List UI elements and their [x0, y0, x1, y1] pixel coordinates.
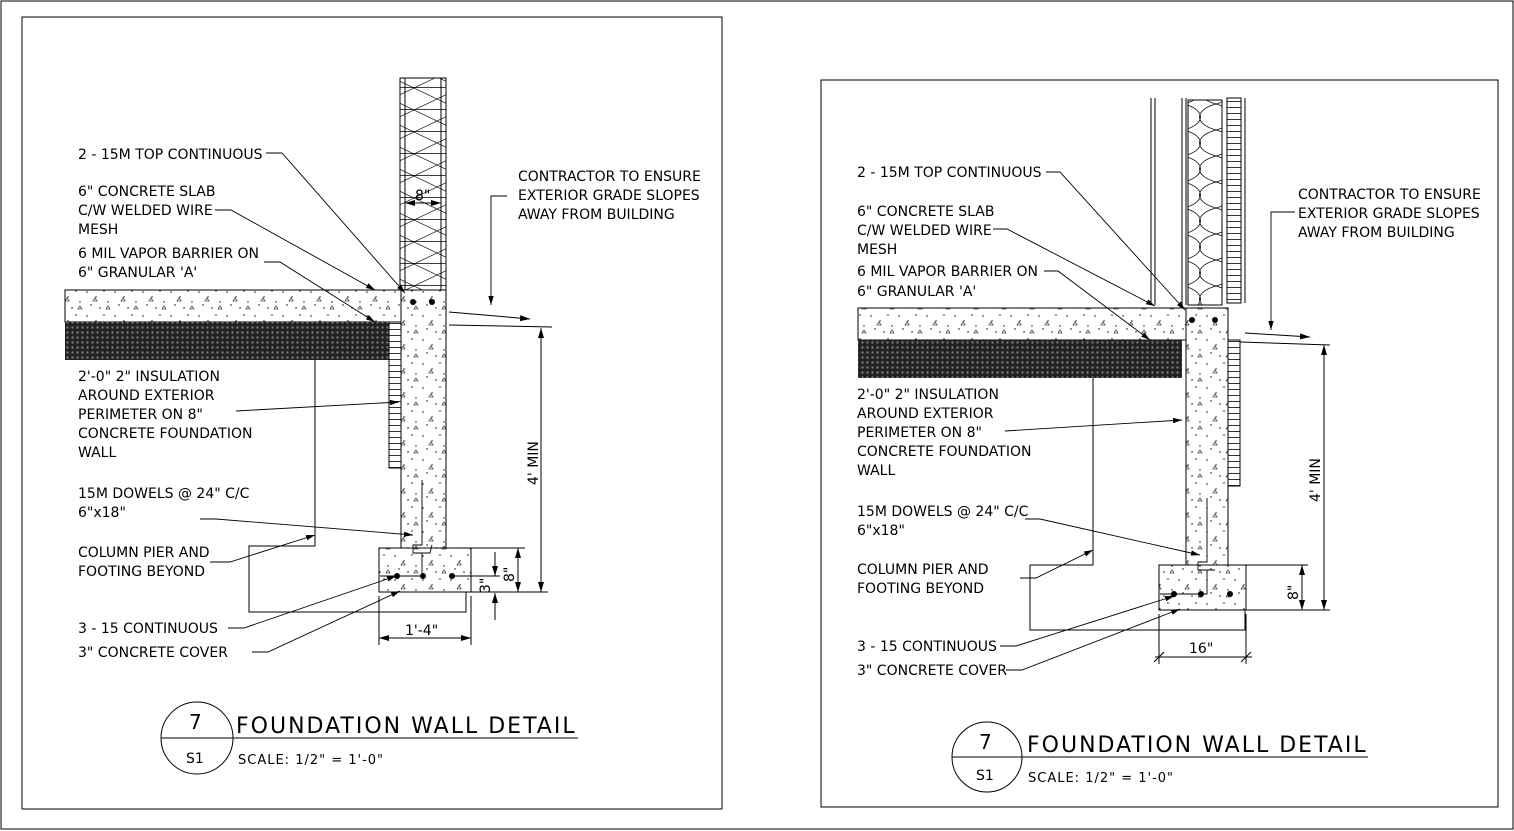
- dowel: [412, 480, 433, 554]
- block-wall: [399, 77, 447, 291]
- concrete-slab: [64, 289, 402, 323]
- label-line: 6" CONCRETE SLAB: [857, 204, 994, 220]
- detail-name: FOUNDATION WALL DETAIL: [1027, 733, 1368, 758]
- label-top-rebar: 2 - 15M TOP CONTINUOUS: [78, 147, 263, 163]
- detail-name: FOUNDATION WALL DETAIL: [236, 714, 577, 739]
- label-line: COLUMN PIER AND: [78, 545, 210, 561]
- detail-number: 7: [979, 730, 992, 754]
- concrete-slab: [857, 307, 1187, 341]
- label-continuous-rebar: 3 - 15 CONTINUOUS: [78, 621, 218, 637]
- label-slab: 6" CONCRETE SLAB C/W WELDED WIRE MESH: [78, 184, 215, 238]
- label-line: WALL: [857, 463, 895, 479]
- rigid-insulation: [388, 321, 402, 469]
- label-grade: CONTRACTOR TO ENSURE EXTERIOR GRADE SLOP…: [518, 169, 701, 223]
- label-line: FOOTING BEYOND: [78, 564, 205, 580]
- label-line: PERIMETER ON 8": [857, 425, 982, 441]
- label-line: CONCRETE FOUNDATION: [857, 444, 1031, 460]
- label-line: FOOTING BEYOND: [857, 581, 984, 597]
- label-line: CONTRACTOR TO ENSURE: [518, 169, 701, 185]
- label-line: EXTERIOR GRADE SLOPES: [1298, 206, 1480, 222]
- left-detail-panel: 8" 4' MIN 8" 3" 1'-4" 2 - 15M TOP CONTIN…: [21, 16, 723, 810]
- label-vapor-barrier: 6 MIL VAPOR BARRIER ON 6" GRANULAR 'A': [857, 264, 1038, 300]
- label-dowels: 15M DOWELS @ 24" C/C 6"x18": [857, 504, 1029, 539]
- granular-fill: [858, 340, 1182, 378]
- label-line: CONTRACTOR TO ENSURE: [1298, 187, 1481, 203]
- label-line: AWAY FROM BUILDING: [1298, 225, 1455, 241]
- granular-fill: [65, 322, 390, 360]
- label-continuous-rebar: 3 - 15 CONTINUOUS: [857, 639, 997, 655]
- label-line: MESH: [78, 222, 118, 238]
- label-cover: 3" CONCRETE COVER: [78, 645, 228, 661]
- footing: [378, 547, 472, 593]
- label-line: 6 MIL VAPOR BARRIER ON: [78, 246, 259, 262]
- label-top-rebar: 2 - 15M TOP CONTINUOUS: [857, 165, 1042, 181]
- dim-footing-width: 16": [1189, 641, 1213, 657]
- label-line: 2'-0" 2" INSULATION: [857, 387, 999, 403]
- label-pier: COLUMN PIER AND FOOTING BEYOND: [857, 562, 989, 597]
- sheet-number: S1: [186, 751, 204, 767]
- label-line: 6" CONCRETE SLAB: [78, 184, 215, 200]
- label-insulation: 2'-0" 2" INSULATION AROUND EXTERIOR PERI…: [857, 387, 1031, 479]
- label-line: C/W WELDED WIRE: [78, 203, 213, 219]
- label-pier: COLUMN PIER AND FOOTING BEYOND: [78, 545, 210, 580]
- sheet-number: S1: [976, 768, 994, 784]
- label-cover: 3" CONCRETE COVER: [857, 663, 1007, 679]
- label-line: 6" GRANULAR 'A': [78, 265, 197, 281]
- grade-slope-arrow: [1244, 332, 1311, 340]
- label-line: AROUND EXTERIOR: [78, 388, 215, 404]
- column-pier-outline: [248, 360, 467, 613]
- rebar: [410, 299, 416, 305]
- label-line: CONCRETE FOUNDATION: [78, 426, 252, 442]
- label-line: WALL: [78, 445, 116, 461]
- label-dowels: 15M DOWELS @ 24" C/C 6"x18": [78, 486, 250, 521]
- footing: [1158, 564, 1247, 611]
- dim-footing-height: 8": [1286, 585, 1302, 600]
- dim-cover: 3": [478, 578, 494, 593]
- label-line: 6"x18": [78, 505, 126, 521]
- detail-scale: SCALE: 1/2" = 1'-0": [1028, 771, 1174, 786]
- batt-insulation: [1187, 99, 1223, 306]
- label-line: 6"x18": [857, 523, 905, 539]
- dim-depth: 4' MIN: [1308, 458, 1324, 502]
- column-pier-outline: [1029, 378, 1246, 631]
- detail-title: 7 S1 FOUNDATION WALL DETAIL SCALE: 1/2" …: [160, 701, 578, 775]
- foundation-wall: [400, 289, 447, 549]
- label-insulation: 2'-0" 2" INSULATION AROUND EXTERIOR PERI…: [78, 369, 252, 461]
- label-line: MESH: [857, 242, 897, 258]
- label-vapor-barrier: 6 MIL VAPOR BARRIER ON 6" GRANULAR 'A': [78, 246, 259, 281]
- rigid-insulation: [1227, 339, 1241, 487]
- right-detail-panel: 4' MIN 8" 16" 2 - 15M TOP CONTINUOUS 6" …: [820, 79, 1499, 808]
- label-grade: CONTRACTOR TO ENSURE EXTERIOR GRADE SLOP…: [1298, 187, 1481, 241]
- panel-frame: [21, 16, 723, 810]
- grade-slope-arrow: [448, 311, 531, 322]
- detail-number: 7: [189, 710, 202, 734]
- label-line: 2'-0" 2" INSULATION: [78, 369, 220, 385]
- label-line: PERIMETER ON 8": [78, 407, 203, 423]
- dim-footing-width: 1'-4": [405, 623, 438, 639]
- label-slab: 6" CONCRETE SLAB C/W WELDED WIRE MESH: [857, 204, 994, 258]
- label-line: AWAY FROM BUILDING: [518, 207, 675, 223]
- dim-footing-height: 8": [502, 567, 518, 582]
- label-line: EXTERIOR GRADE SLOPES: [518, 188, 700, 204]
- detail-title: 7 S1 FOUNDATION WALL DETAIL SCALE: 1/2" …: [951, 721, 1368, 793]
- label-line: 15M DOWELS @ 24" C/C: [857, 504, 1029, 520]
- dim-wall-width: 8": [415, 188, 430, 204]
- label-line: COLUMN PIER AND: [857, 562, 989, 578]
- label-line: AROUND EXTERIOR: [857, 406, 994, 422]
- label-line: C/W WELDED WIRE: [857, 223, 992, 239]
- panel-frame: [820, 79, 1499, 808]
- label-line: 15M DOWELS @ 24" C/C: [78, 486, 250, 502]
- dim-depth: 4' MIN: [526, 441, 542, 485]
- label-line: 6 MIL VAPOR BARRIER ON: [857, 264, 1038, 280]
- label-line: 6" GRANULAR 'A': [857, 284, 976, 300]
- detail-scale: SCALE: 1/2" = 1'-0": [238, 753, 384, 768]
- siding: [1226, 97, 1242, 304]
